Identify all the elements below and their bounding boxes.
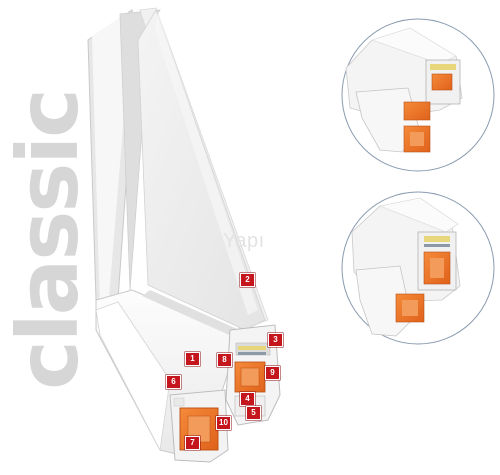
callout-8: 8 <box>217 353 232 367</box>
callout-2: 2 <box>240 273 255 287</box>
callout-6: 6 <box>166 375 181 389</box>
callout-10: 10 <box>216 416 231 430</box>
callout-1: 1 <box>185 352 200 366</box>
callout-5: 5 <box>246 406 261 420</box>
watermark-text: Yapı <box>223 230 265 252</box>
detail-circle-top <box>341 18 495 172</box>
detail-circle-bottom <box>341 191 495 345</box>
callout-7: 7 <box>185 436 200 450</box>
callout-9: 9 <box>265 366 280 380</box>
glass-pane <box>137 9 266 331</box>
callout-4: 4 <box>240 392 255 406</box>
callout-3: 3 <box>268 333 283 347</box>
